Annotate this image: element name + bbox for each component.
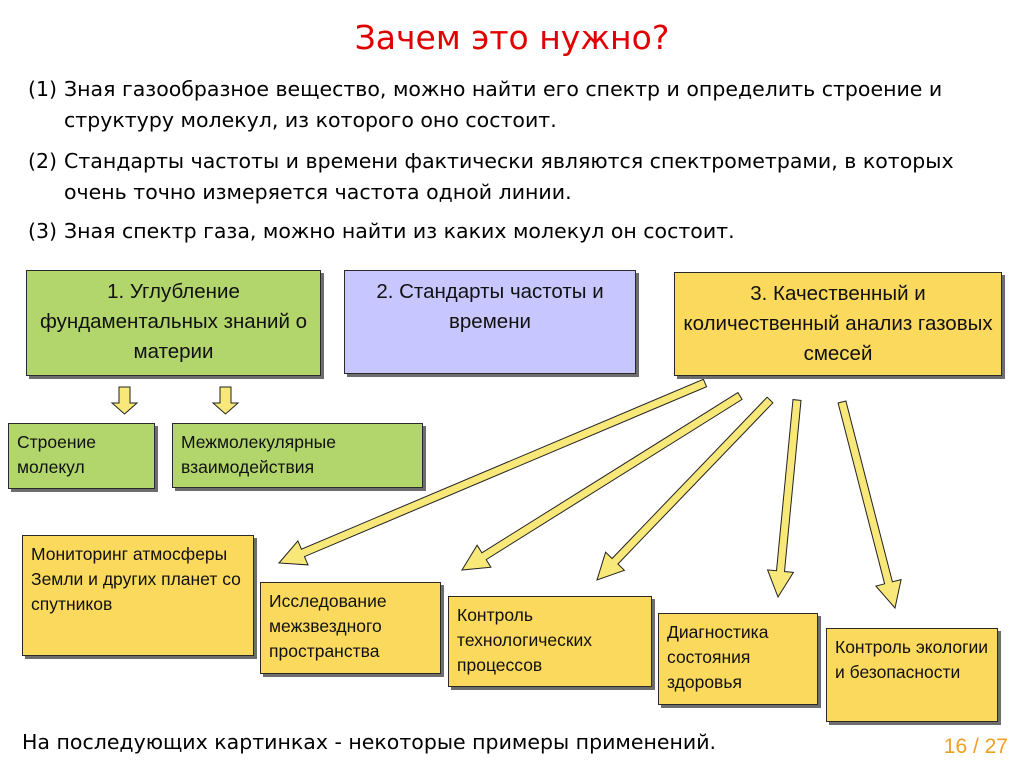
point-1-text: Зная газообразное вещество, можно найти … [64,77,943,132]
point-2-number: (2) [28,149,58,173]
point-1: (1) Зная газообразное вещество, можно на… [28,74,988,136]
box-atmosphere-monitoring: Мониторинг атмосферы Земли и других план… [22,535,254,656]
analysis-to-applications-arrows [277,378,902,610]
point-2-text: Стандарты частоты и времени фактически я… [64,149,954,204]
diagonal-arrow-icon [837,400,902,610]
box-process-control: Контроль технологических процессов [448,596,652,687]
box-frequency-standards: 2. Стандарты частоты и времени [344,270,636,374]
point-1-number: (1) [28,77,58,101]
box-gas-analysis: 3. Качественный и количественный анализ … [674,272,1002,376]
down-arrow-icon [110,386,139,415]
diagonal-arrow-icon [766,399,802,599]
page-number: 16 / 27 [943,735,1008,758]
footer-note: На последующих картинках - некоторые при… [22,730,717,754]
point-3-text: Зная спектр газа, можно найти из каких м… [64,219,735,243]
down-arrow-icon [211,386,240,415]
diagonal-arrow-icon [277,378,708,566]
diagonal-arrow-icon [461,391,743,571]
box-interstellar-research: Исследование межзвездного пространства [260,582,441,674]
point-2: (2) Стандарты частоты и времени фактичес… [28,146,988,208]
slide-title: Зачем это нужно? [354,18,670,57]
box-intermolecular-interactions: Межмолекулярные взаимодействия [172,423,423,488]
diagonal-arrow-icon [596,396,774,581]
box-health-diagnostics: Диагностика состояния здоровья [658,613,818,705]
box-molecular-structure: Строение молекул [8,423,155,489]
box-ecology-safety: Контроль экологии и безопасности [826,628,998,722]
box-fundamental-knowledge: 1. Углубление фундаментальных знаний о м… [26,270,321,376]
point-3: (3) Зная спектр газа, можно найти из как… [28,216,988,247]
point-3-number: (3) [28,219,58,243]
